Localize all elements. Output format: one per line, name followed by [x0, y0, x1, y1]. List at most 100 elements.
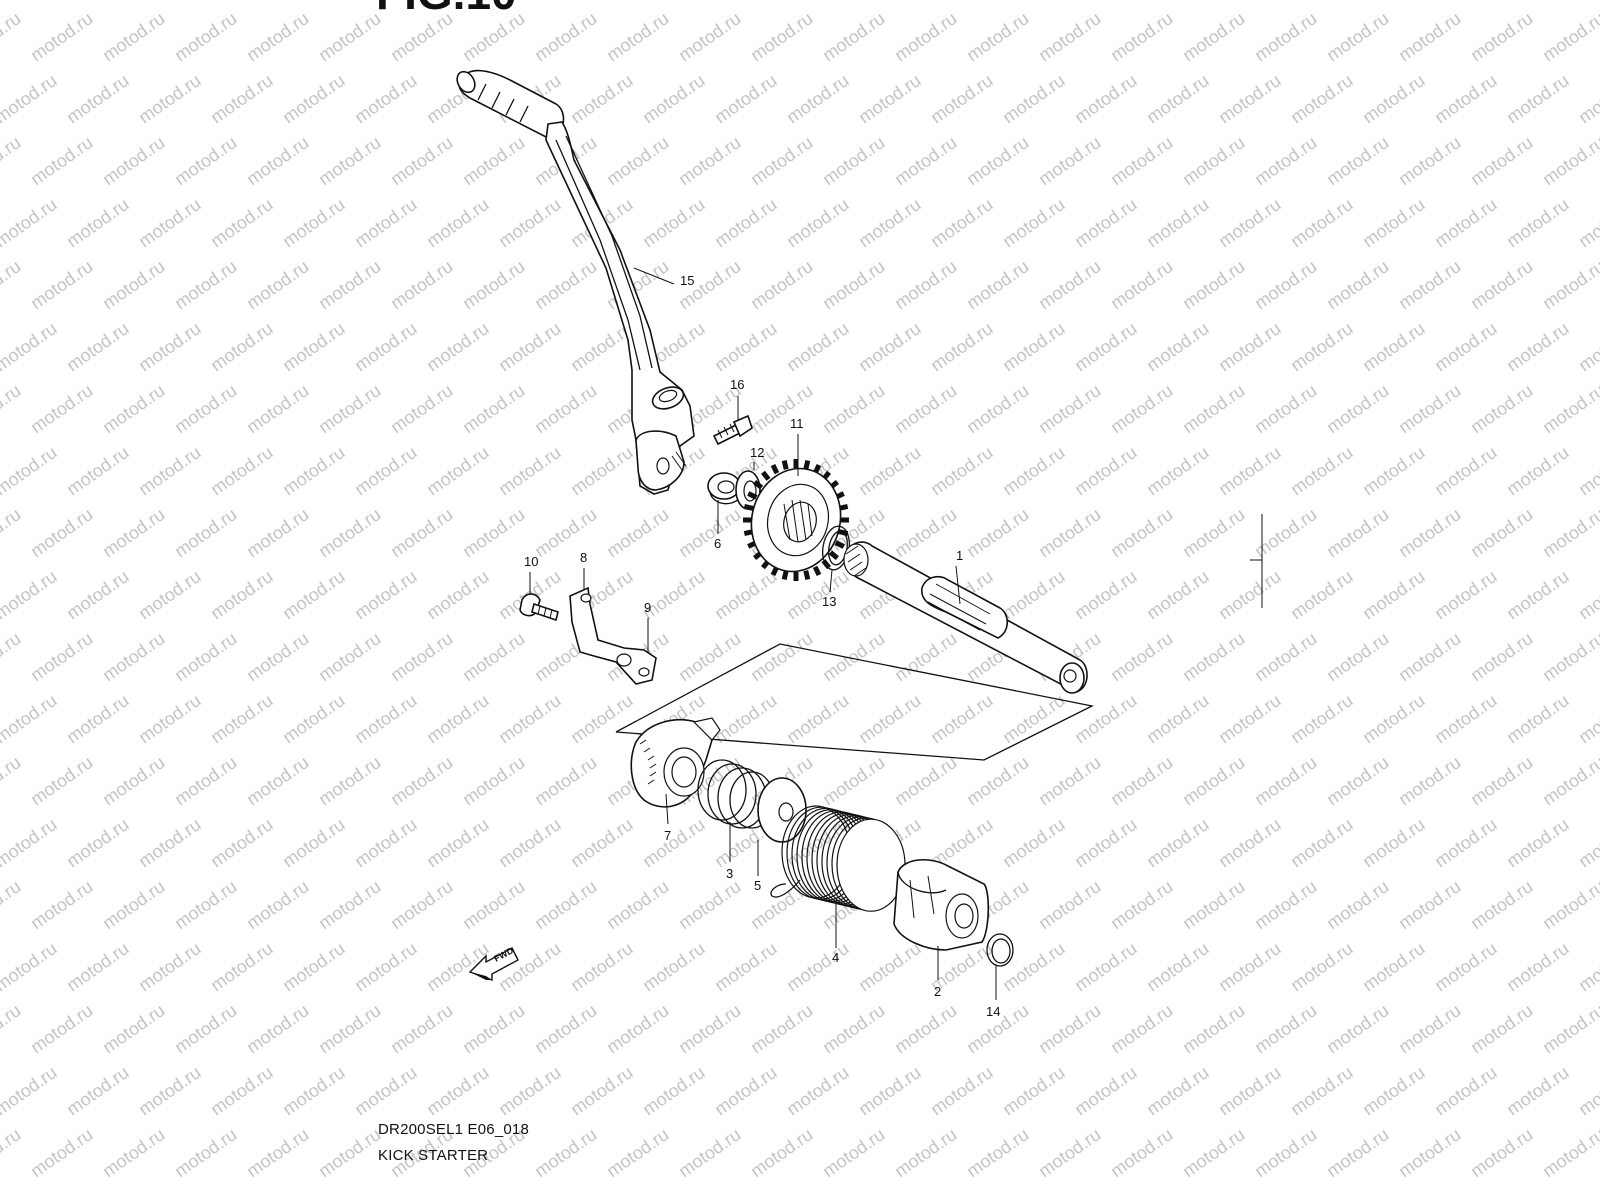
watermark-text: motod.ru: [675, 132, 745, 189]
watermark-text: motod.ru: [0, 70, 60, 127]
watermark-text: motod.ru: [387, 504, 457, 561]
watermark-text: motod.ru: [1431, 318, 1501, 375]
watermark-text: motod.ru: [927, 1062, 997, 1119]
watermark-text: motod.ru: [423, 814, 493, 871]
watermark-text: motod.ru: [1467, 628, 1537, 685]
washer-5-part: [757, 777, 807, 843]
watermark-text: motod.ru: [1035, 1000, 1105, 1057]
watermark-text: motod.ru: [1503, 318, 1573, 375]
watermark-text: motod.ru: [1215, 1062, 1285, 1119]
watermark-text: motod.ru: [747, 256, 817, 313]
watermark-text: motod.ru: [819, 1000, 889, 1057]
watermark-text: motod.ru: [855, 194, 925, 251]
watermark-text: motod.ru: [855, 318, 925, 375]
watermark-text: motod.ru: [99, 1124, 169, 1181]
watermark-text: motod.ru: [1179, 752, 1249, 809]
watermark-text: motod.ru: [747, 1124, 817, 1181]
watermark-text: motod.ru: [891, 256, 961, 313]
watermark-text: motod.ru: [1251, 8, 1321, 65]
watermark-text: motod.ru: [819, 752, 889, 809]
watermark-text: motod.ru: [1107, 1124, 1177, 1181]
watermark-text: motod.ru: [1467, 8, 1537, 65]
watermark-text: motod.ru: [1539, 256, 1600, 313]
watermark-text: motod.ru: [135, 194, 205, 251]
watermark-text: motod.ru: [639, 0, 709, 3]
watermark-text: motod.ru: [963, 380, 1033, 437]
watermark-text: motod.ru: [855, 938, 925, 995]
watermark-text: motod.ru: [1179, 380, 1249, 437]
watermark-text: motod.ru: [243, 504, 313, 561]
watermark-text: motod.ru: [63, 70, 133, 127]
kick-shaft-part: [843, 541, 1088, 694]
callout-16: 16: [730, 377, 744, 392]
watermark-text: motod.ru: [1539, 504, 1600, 561]
watermark-text: motod.ru: [1071, 70, 1141, 127]
watermark-text: motod.ru: [999, 70, 1069, 127]
watermark-text: motod.ru: [1323, 132, 1393, 189]
watermark-text: motod.ru: [891, 380, 961, 437]
watermark-text: motod.ru: [1431, 70, 1501, 127]
watermark-text: motod.ru: [171, 752, 241, 809]
watermark-text: motod.ru: [27, 1000, 97, 1057]
watermark-text: motod.ru: [135, 566, 205, 623]
watermark-text: motod.ru: [63, 814, 133, 871]
watermark-text: motod.ru: [99, 628, 169, 685]
watermark-text: motod.ru: [531, 876, 601, 933]
watermark-text: motod.ru: [63, 1062, 133, 1119]
watermark-text: motod.ru: [351, 814, 421, 871]
watermark-text: motod.ru: [1143, 1062, 1213, 1119]
watermark-text: motod.ru: [0, 8, 24, 65]
watermark-text: motod.ru: [423, 1062, 493, 1119]
watermark-text: motod.ru: [1503, 194, 1573, 251]
watermark-text: motod.ru: [351, 0, 421, 3]
watermark-text: motod.ru: [603, 132, 673, 189]
watermark-text: motod.ru: [0, 0, 60, 3]
watermark-text: motod.ru: [495, 194, 565, 251]
watermark-text: motod.ru: [1431, 0, 1501, 3]
watermark-text: motod.ru: [1107, 628, 1177, 685]
watermark-text: motod.ru: [1323, 752, 1393, 809]
watermark-text: motod.ru: [711, 0, 781, 3]
watermark-text: motod.ru: [1035, 8, 1105, 65]
watermark-text: motod.ru: [207, 1062, 277, 1119]
watermark-text: motod.ru: [0, 380, 24, 437]
watermark-text: motod.ru: [171, 8, 241, 65]
watermark-text: motod.ru: [927, 0, 997, 3]
watermark-text: motod.ru: [207, 690, 277, 747]
subassembly-frame: [615, 643, 1094, 761]
watermark-text: motod.ru: [0, 132, 24, 189]
model-code: DR200SEL1 E06_018: [378, 1121, 530, 1138]
watermark-text: motod.ru: [243, 1000, 313, 1057]
watermark-text: motod.ru: [1359, 194, 1429, 251]
watermark-text: motod.ru: [495, 442, 565, 499]
leader-line-1: [955, 565, 961, 605]
washer-6-part: [707, 472, 741, 505]
watermark-text: motod.ru: [1575, 70, 1600, 127]
watermark-text: motod.ru: [711, 938, 781, 995]
watermark-text: motod.ru: [1071, 0, 1141, 3]
watermark-text: motod.ru: [0, 1000, 24, 1057]
callout-4: 4: [832, 950, 839, 965]
watermark-text: motod.ru: [531, 8, 601, 65]
watermark-text: motod.ru: [711, 318, 781, 375]
watermark-text: motod.ru: [1395, 1000, 1465, 1057]
watermark-text: motod.ru: [423, 0, 493, 3]
watermark-text: motod.ru: [1071, 1062, 1141, 1119]
watermark-text: motod.ru: [0, 566, 60, 623]
leader-line-15: [633, 267, 675, 285]
watermark-text: motod.ru: [459, 876, 529, 933]
watermark-text: motod.ru: [63, 442, 133, 499]
watermark-text: motod.ru: [1143, 690, 1213, 747]
watermark-text: motod.ru: [1575, 318, 1600, 375]
watermark-text: motod.ru: [1575, 938, 1600, 995]
watermark-text: motod.ru: [1179, 132, 1249, 189]
watermark-text: motod.ru: [1575, 1062, 1600, 1119]
watermark-text: motod.ru: [0, 876, 24, 933]
watermark-text: motod.ru: [1251, 876, 1321, 933]
bolt-10-part: [519, 593, 559, 622]
watermark-text: motod.ru: [1539, 752, 1600, 809]
watermark-text: motod.ru: [675, 1124, 745, 1181]
watermark-text: motod.ru: [1359, 566, 1429, 623]
watermark-text: motod.ru: [1107, 1000, 1177, 1057]
